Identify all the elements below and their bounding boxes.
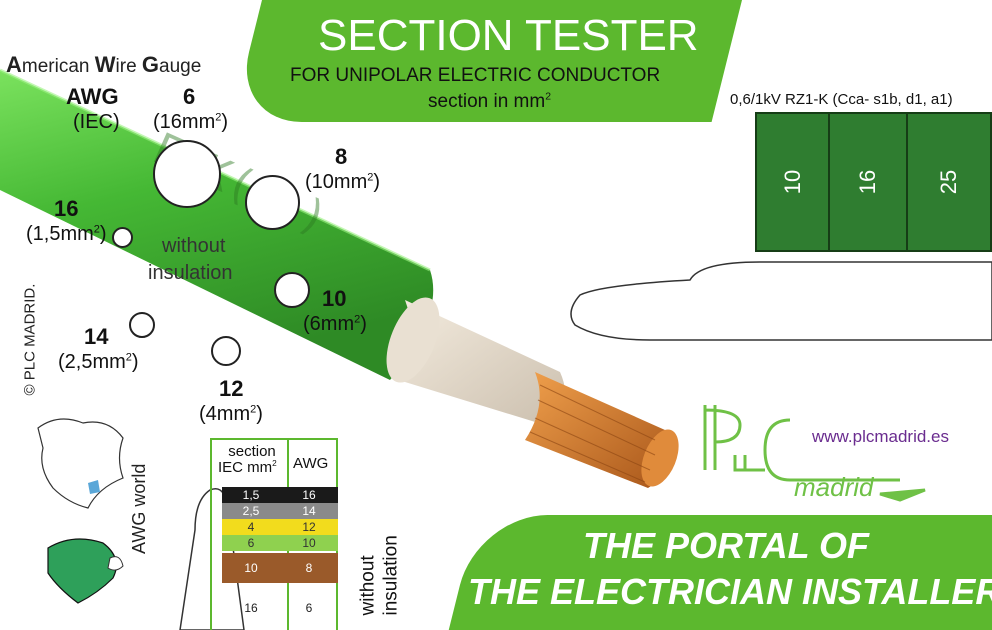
iec-label: (IEC) <box>73 111 120 133</box>
gauge-14-mm: (2,5mm2) <box>58 351 139 373</box>
hole-awg-12 <box>211 336 241 366</box>
hole-awg-6 <box>153 140 221 208</box>
gauge-12-awg: 12 <box>219 376 244 401</box>
slogan-line-1: THE PORTAL OF <box>583 525 870 566</box>
gauge-16-awg: 16 <box>54 196 79 221</box>
cable-size-16: 16 <box>828 112 908 252</box>
website-link[interactable]: www.plcmadrid.es <box>812 427 949 446</box>
cable-size-25: 25 <box>906 112 992 252</box>
awg-world-map <box>37 418 124 604</box>
copyright: © PLC MADRID. <box>21 283 39 396</box>
hole-awg-10 <box>274 272 310 308</box>
cable-sheath <box>0 70 434 380</box>
hole-awg-14 <box>129 312 155 338</box>
gauge-12-mm: (4mm2) <box>199 403 263 425</box>
hole-awg-16 <box>112 227 133 248</box>
table-side-without: without <box>357 555 379 616</box>
wire-outline <box>570 261 992 341</box>
subtitle-2: section in mm2 <box>428 91 552 112</box>
gauge-8-awg: 8 <box>335 144 348 169</box>
gauge-14-awg: 14 <box>84 324 109 349</box>
cable-copper <box>525 372 670 488</box>
logo-text: madrid <box>794 472 874 502</box>
subtitle: FOR UNIPOLAR ELECTRIC CONDUCTOR <box>290 65 661 86</box>
gauge-6-mm: (16mm2) <box>153 111 229 133</box>
without-label: without <box>162 235 226 257</box>
awg-world-label: AWG world <box>129 463 149 554</box>
awg-label: AWG <box>66 84 119 109</box>
plc-logo <box>703 405 926 502</box>
table-header-awg: AWG <box>293 455 329 472</box>
awg-heading: American Wire Gauge <box>6 52 202 77</box>
table-side-insulation: insulation <box>380 535 402 616</box>
slogan-line-2: THE ELECTRICIAN INSTALLER <box>468 571 992 612</box>
cable-size-10: 10 <box>755 112 830 252</box>
gauge-10-mm: (6mm2) <box>303 313 367 335</box>
table-header-section: section <box>228 443 276 460</box>
gauge-8-mm: (10mm2) <box>305 171 381 193</box>
gauge-16-mm: (1,5mm2) <box>26 223 107 245</box>
hole-awg-8 <box>245 175 300 230</box>
gauge-6-awg: 6 <box>183 84 196 109</box>
cable-spec: 0,6/1kV RZ1-K (Cca- s1b, d1, a1) <box>730 91 953 108</box>
table-header-iec: IEC mm2 <box>218 459 277 476</box>
page-title: SECTION TESTER <box>318 11 699 60</box>
gauge-10-awg: 10 <box>322 286 347 311</box>
insulation-label: insulation <box>148 262 233 284</box>
